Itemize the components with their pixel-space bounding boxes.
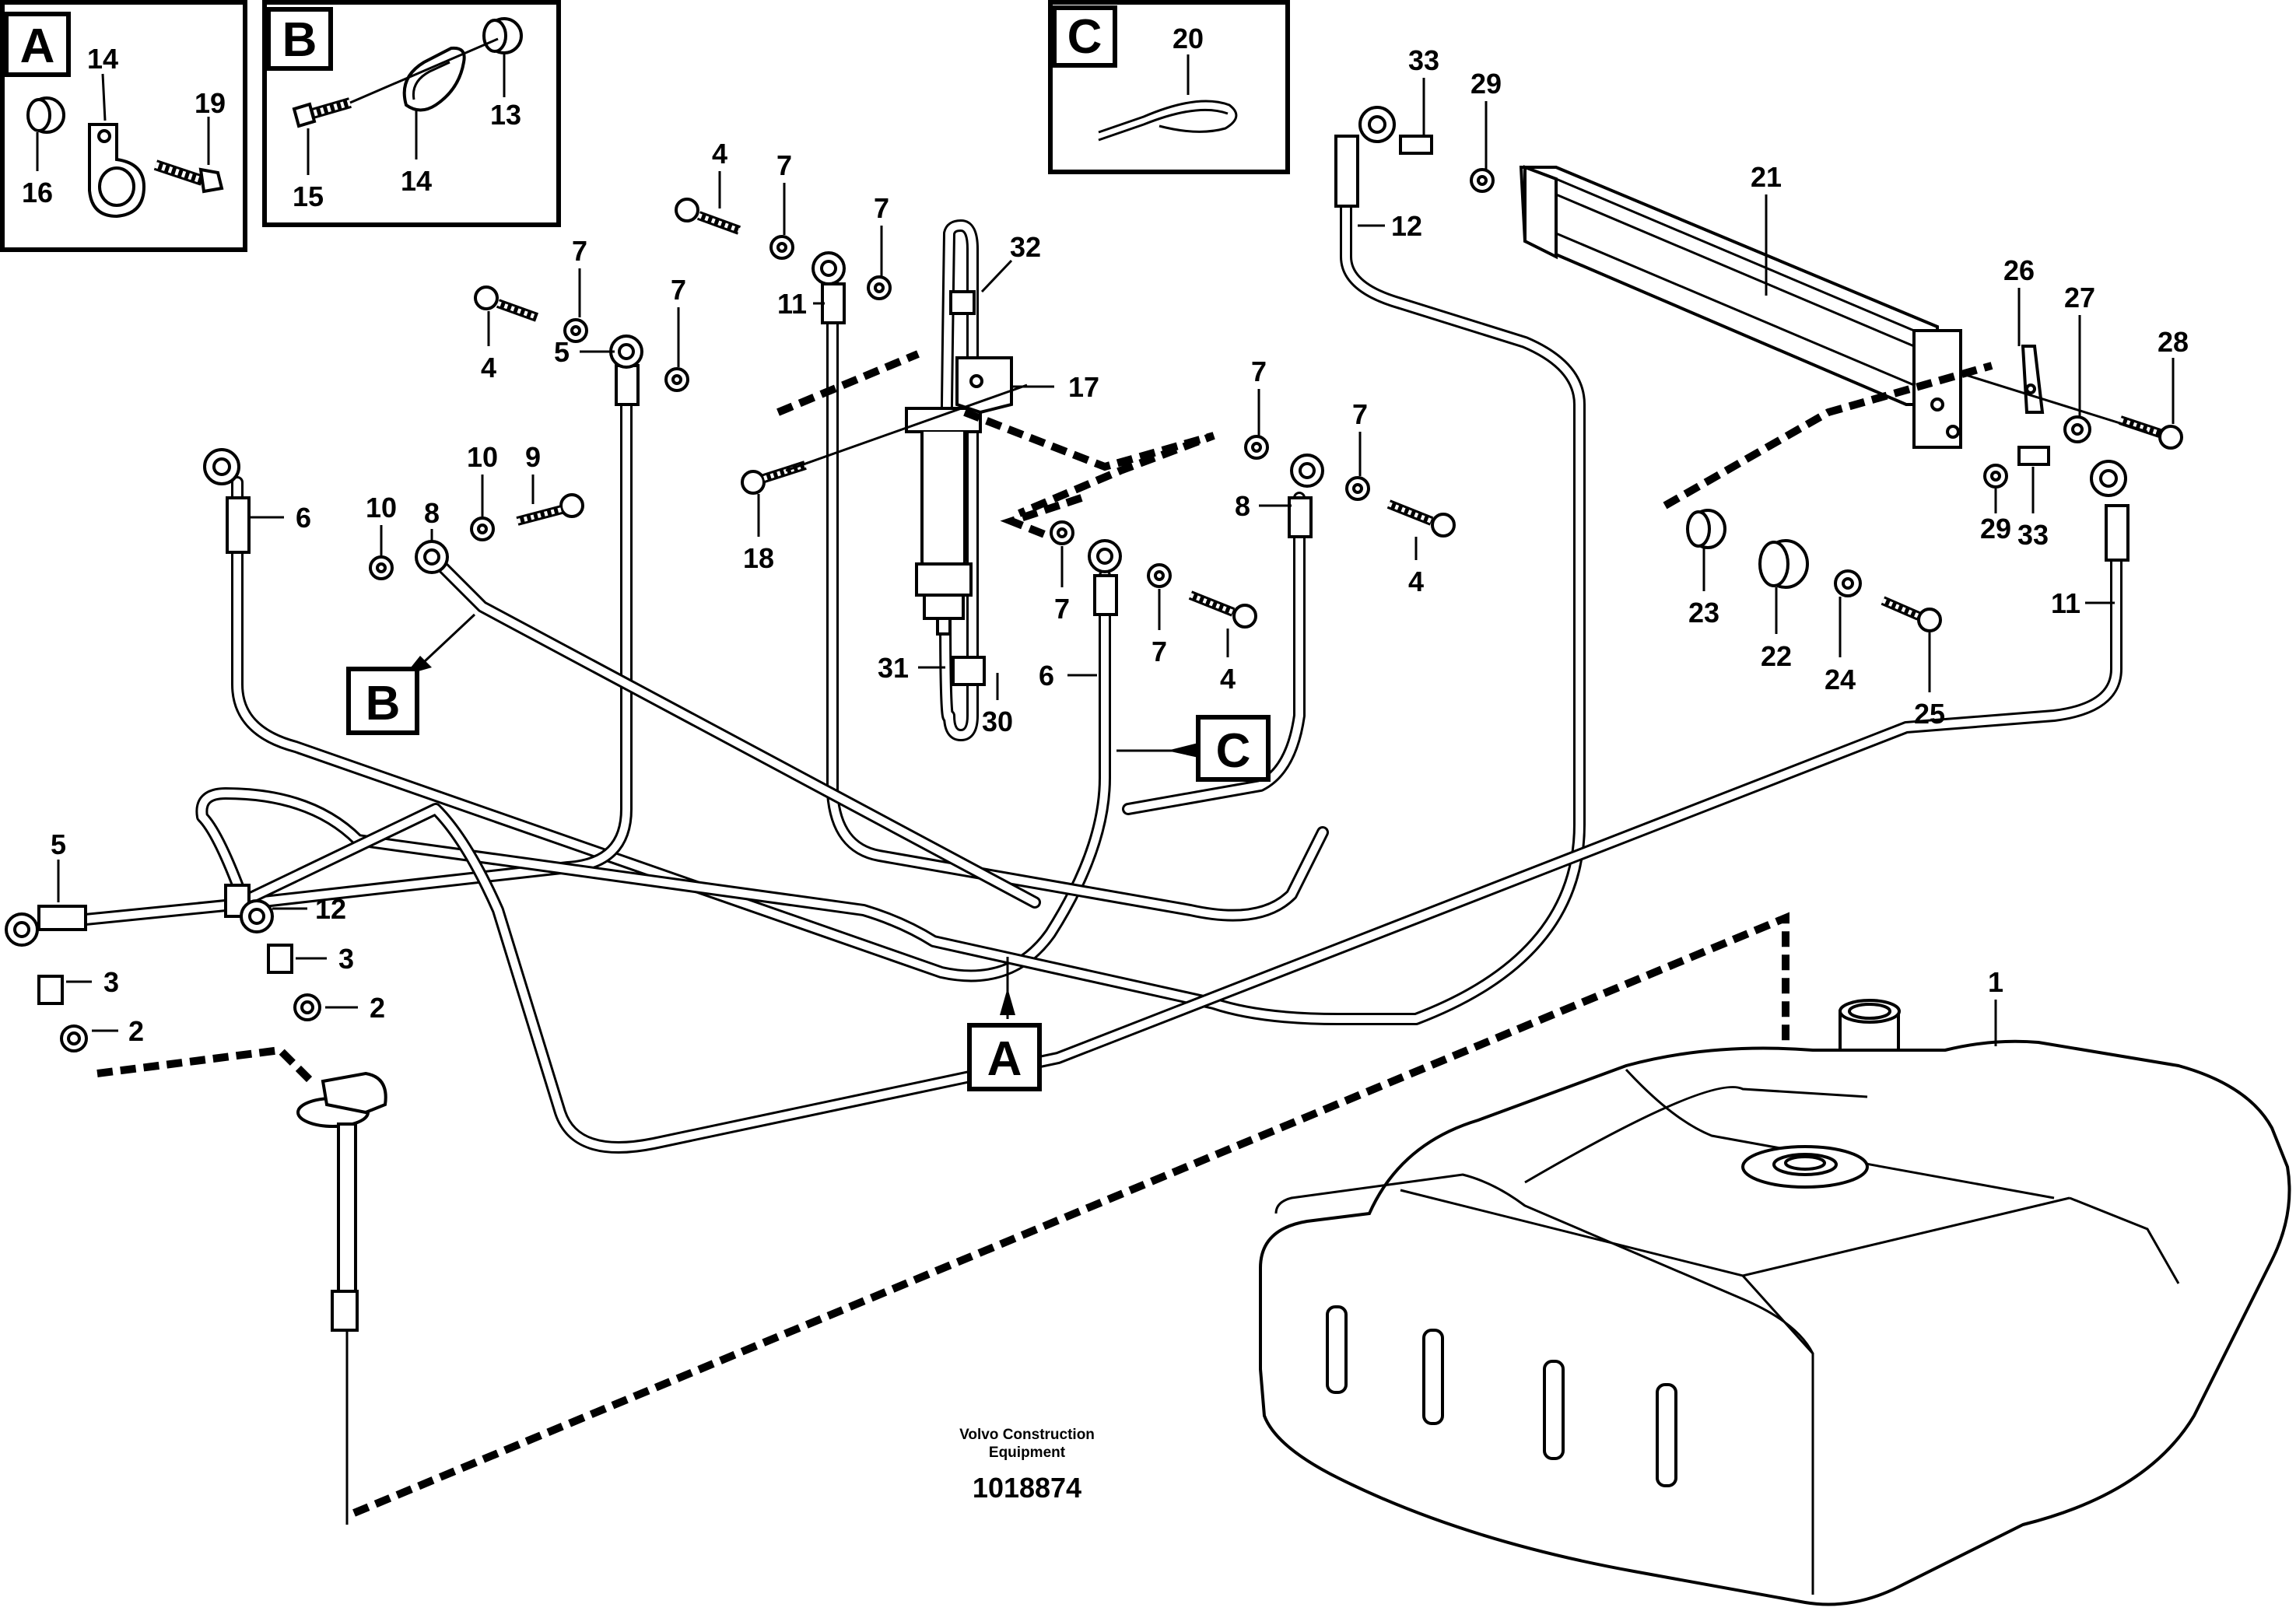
part-number-16: 16 — [22, 177, 53, 208]
part-number-labels: 1 2 2 3 3 4 4 4 4 4 5 5 6 — [51, 44, 2189, 1047]
part-number: 21 — [1751, 161, 1782, 193]
part-number: 7 — [572, 235, 587, 267]
part-number: 9 — [525, 441, 541, 473]
callout-c: C — [1116, 715, 1271, 782]
part-number: 7 — [874, 192, 889, 224]
part-number: 33 — [2017, 519, 2049, 551]
part-number: 12 — [1391, 210, 1422, 242]
bolt-4 — [675, 198, 741, 235]
callout-letter-b: B — [366, 677, 401, 730]
part-number: 4 — [1408, 566, 1424, 597]
bolts — [474, 198, 2183, 632]
drawing-footer: Volvo Construction Equipment 1018874 — [959, 1427, 1095, 1504]
callout-letter-c: C — [1216, 724, 1251, 778]
part-number: 8 — [424, 497, 440, 529]
part-number-20: 20 — [1173, 23, 1204, 54]
detail-box-letter: B — [282, 13, 317, 67]
callout-a: A — [967, 957, 1042, 1091]
company-name-line2: Equipment — [989, 1445, 1066, 1461]
part-number: 22 — [1761, 640, 1792, 672]
part-number: 17 — [1068, 371, 1099, 403]
part-number: 11 — [2051, 587, 2080, 619]
callout-letter-a: A — [987, 1032, 1022, 1086]
part-number: 8 — [1235, 490, 1250, 522]
bolt-4 — [474, 285, 539, 322]
detail-box-letter: C — [1067, 10, 1102, 64]
part-number: 29 — [1980, 513, 2011, 545]
part-number: 24 — [1825, 664, 1856, 695]
part-number: 7 — [776, 149, 792, 181]
bolt-4 — [1188, 590, 1257, 629]
part-number: 23 — [1688, 597, 1719, 629]
part-number: 5 — [51, 828, 66, 860]
part-number: 10 — [467, 441, 498, 473]
bolt-25 — [1881, 596, 1942, 632]
bolt-28 — [2119, 415, 2183, 450]
part-number: 4 — [712, 138, 727, 170]
detail-box-letter: A — [20, 19, 55, 73]
company-name-line1: Volvo Construction — [959, 1427, 1095, 1443]
part-number: 6 — [296, 502, 311, 534]
part-number: 27 — [2064, 282, 2095, 313]
part-number: 31 — [878, 652, 909, 684]
part-number: 33 — [1408, 44, 1439, 76]
part-number: 6 — [1039, 660, 1054, 692]
part-number: 7 — [1152, 636, 1167, 667]
part-number: 11 — [777, 288, 807, 320]
part-number: 10 — [366, 492, 397, 524]
fuel-level-sender — [296, 1071, 387, 1525]
part-number: 4 — [481, 352, 496, 383]
part-number: 3 — [338, 943, 354, 975]
bolt-18 — [741, 461, 807, 495]
part-number-13: 13 — [490, 99, 521, 131]
part-number-14: 14 — [401, 165, 432, 197]
part-number-15: 15 — [293, 180, 324, 212]
bolt-9 — [516, 493, 584, 526]
unions — [37, 135, 2050, 1005]
detail-box-a: A 14 19 16 — [0, 0, 247, 252]
fuel-tank — [1259, 999, 2291, 1606]
part-number: 26 — [2003, 254, 2035, 286]
part-number: 12 — [315, 893, 346, 925]
fuel-filter — [785, 290, 1028, 686]
part-number: 2 — [128, 1015, 144, 1047]
fuel-pipes — [56, 149, 2122, 1154]
part-number: 4 — [1220, 663, 1236, 695]
hose-sleeves — [37, 135, 2129, 931]
part-number: 29 — [1470, 68, 1502, 100]
part-number: 2 — [370, 992, 385, 1024]
fittings — [5, 106, 2127, 947]
bolt-4 — [1386, 499, 1456, 538]
washers — [60, 168, 2091, 1052]
part-number: 7 — [1352, 398, 1368, 430]
detail-box-b: B 13 15 14 — [262, 0, 561, 227]
part-number: 30 — [982, 706, 1013, 737]
part-number: 18 — [743, 542, 774, 574]
part-number: 7 — [671, 274, 686, 306]
part-number: 5 — [554, 336, 570, 368]
part-number: 3 — [103, 966, 119, 998]
callout-b: B — [346, 613, 476, 735]
part-number: 25 — [1914, 698, 1945, 730]
part-number-19: 19 — [195, 87, 226, 119]
bushings — [1686, 509, 1809, 589]
part-number: 7 — [1251, 355, 1267, 387]
part-number: 7 — [1054, 593, 1070, 625]
fuel-cooler — [1519, 165, 2148, 449]
part-number: 1 — [1988, 966, 2003, 998]
part-number: 28 — [2158, 326, 2189, 358]
part-number: 32 — [1010, 231, 1041, 263]
drawing-number: 1018874 — [973, 1472, 1081, 1504]
detail-box-c: C 20 — [1048, 0, 1290, 174]
part-number-14: 14 — [87, 43, 118, 75]
